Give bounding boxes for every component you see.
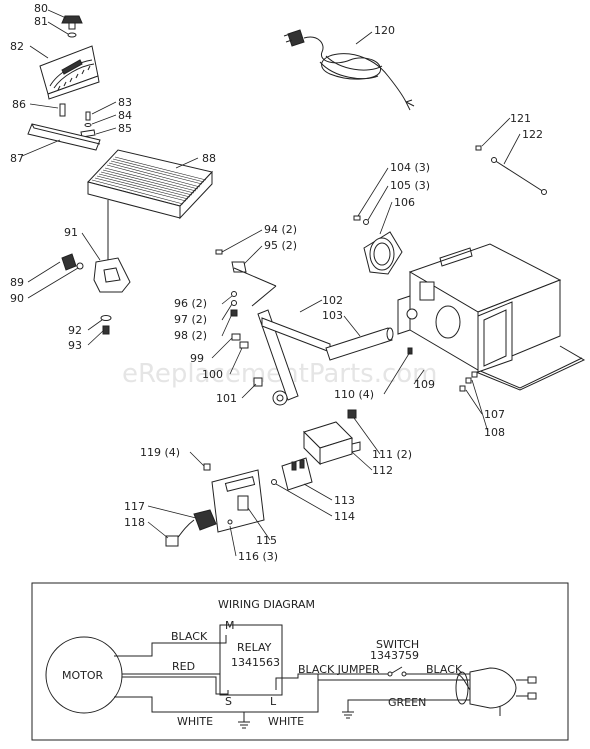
callout-113: 113 — [334, 494, 355, 507]
switch-label: SWITCH — [376, 638, 419, 651]
wiring-lines — [114, 635, 537, 729]
wiring-diagram-title: WIRING DIAGRAM — [218, 598, 315, 611]
callout-122: 122 — [522, 128, 543, 141]
wiring-diagram: WIRING DIAGRAM MOTOR M RELAY 1341563 S L — [31, 582, 569, 741]
callout-112: 112 — [372, 464, 393, 477]
callout-96: 96 (2) — [174, 297, 207, 310]
callout-87: 87 — [10, 152, 24, 165]
callout-121: 121 — [510, 112, 531, 125]
callout-93: 93 — [68, 339, 82, 352]
callout-106: 106 — [394, 196, 415, 209]
part-miter-bar — [27, 123, 101, 151]
part-relay-connector — [271, 457, 313, 491]
motor-label: MOTOR — [62, 669, 104, 682]
part-switch-plate — [211, 469, 265, 533]
callout-99: 99 — [190, 352, 204, 365]
wiring-diagram-frame — [31, 582, 569, 741]
motor-symbol — [45, 636, 123, 714]
callout-103: 103 — [322, 309, 343, 322]
callout-109: 109 — [414, 378, 435, 391]
callout-110: 110 (4) — [334, 388, 374, 401]
part-screws-107-108 — [459, 371, 478, 392]
wire-label-black-right: BLACK — [426, 663, 463, 676]
relay-label: RELAY — [237, 641, 272, 654]
callout-116: 116 (3) — [238, 550, 278, 563]
callout-120: 120 — [374, 24, 395, 37]
wire-label-white-left: WHITE — [177, 715, 213, 728]
part-rod — [325, 327, 394, 361]
callout-97: 97 (2) — [174, 313, 207, 326]
relay-terminal-s: S — [225, 695, 232, 708]
callout-81: 81 — [34, 15, 48, 28]
part-screw-101 — [253, 377, 263, 387]
callout-94: 94 (2) — [264, 223, 297, 236]
callout-82: 82 — [10, 40, 24, 53]
part-table-top — [87, 149, 213, 272]
callout-92: 92 — [68, 324, 82, 337]
callout-83: 83 — [118, 96, 132, 109]
part-bracket-hardware — [215, 249, 247, 317]
part-relay-box — [303, 409, 361, 466]
wire-label-green: GREEN — [388, 696, 426, 709]
relay-number: 1341563 — [231, 656, 280, 669]
callout-111: 111 (2) — [372, 448, 412, 461]
part-base-housing — [397, 243, 586, 391]
callout-104: 104 (3) — [390, 161, 430, 174]
part-screw-washer-plate — [80, 111, 96, 138]
relay-terminal-m: M — [225, 619, 235, 632]
wire-label-red: RED — [172, 660, 195, 673]
relay-terminal-l: L — [270, 695, 277, 708]
callout-90: 90 — [10, 292, 24, 305]
callout-80: 80 — [34, 2, 48, 15]
callout-105: 105 (3) — [390, 179, 430, 192]
switch-number: 1343759 — [370, 649, 419, 662]
callout-108: 108 — [484, 426, 505, 439]
part-screw-119 — [203, 463, 211, 471]
callout-107: 107 — [484, 408, 505, 421]
callout-98: 98 (2) — [174, 329, 207, 342]
callout-84: 84 — [118, 109, 132, 122]
callout-labels: 80 81 82 86 83 84 85 87 88 91 89 90 92 9… — [10, 2, 543, 563]
callout-86: 86 — [12, 98, 26, 111]
callout-95: 95 (2) — [264, 239, 297, 252]
wire-label-white-right: WHITE — [268, 715, 304, 728]
part-switch — [165, 509, 217, 547]
callout-88: 88 — [202, 152, 216, 165]
callout-100: 100 — [202, 368, 223, 381]
part-miter-gauge-head — [39, 45, 100, 100]
part-knob — [61, 15, 83, 38]
leader-lines — [21, 9, 521, 557]
callout-91: 91 — [64, 226, 78, 239]
part-tilt-bracket — [61, 253, 131, 335]
callout-118: 118 — [124, 516, 145, 529]
callout-119: 119 (4) — [140, 446, 180, 459]
part-wire-terminal — [475, 145, 547, 195]
callout-117: 117 — [124, 500, 145, 513]
part-dust-port — [353, 215, 403, 275]
wire-label-black-jumper: BLACK JUMPER — [298, 663, 380, 676]
part-screws-99-100 — [231, 333, 249, 349]
callout-89: 89 — [10, 276, 24, 289]
part-pin — [59, 103, 66, 117]
callout-114: 114 — [334, 510, 355, 523]
part-support-arm — [233, 267, 331, 406]
part-power-cord — [283, 29, 415, 111]
callout-101: 101 — [216, 392, 237, 405]
callout-102: 102 — [322, 294, 343, 307]
callout-115: 115 — [256, 534, 277, 547]
wire-label-black-top: BLACK — [171, 630, 208, 643]
callout-85: 85 — [118, 122, 132, 135]
relay-box — [219, 624, 283, 696]
